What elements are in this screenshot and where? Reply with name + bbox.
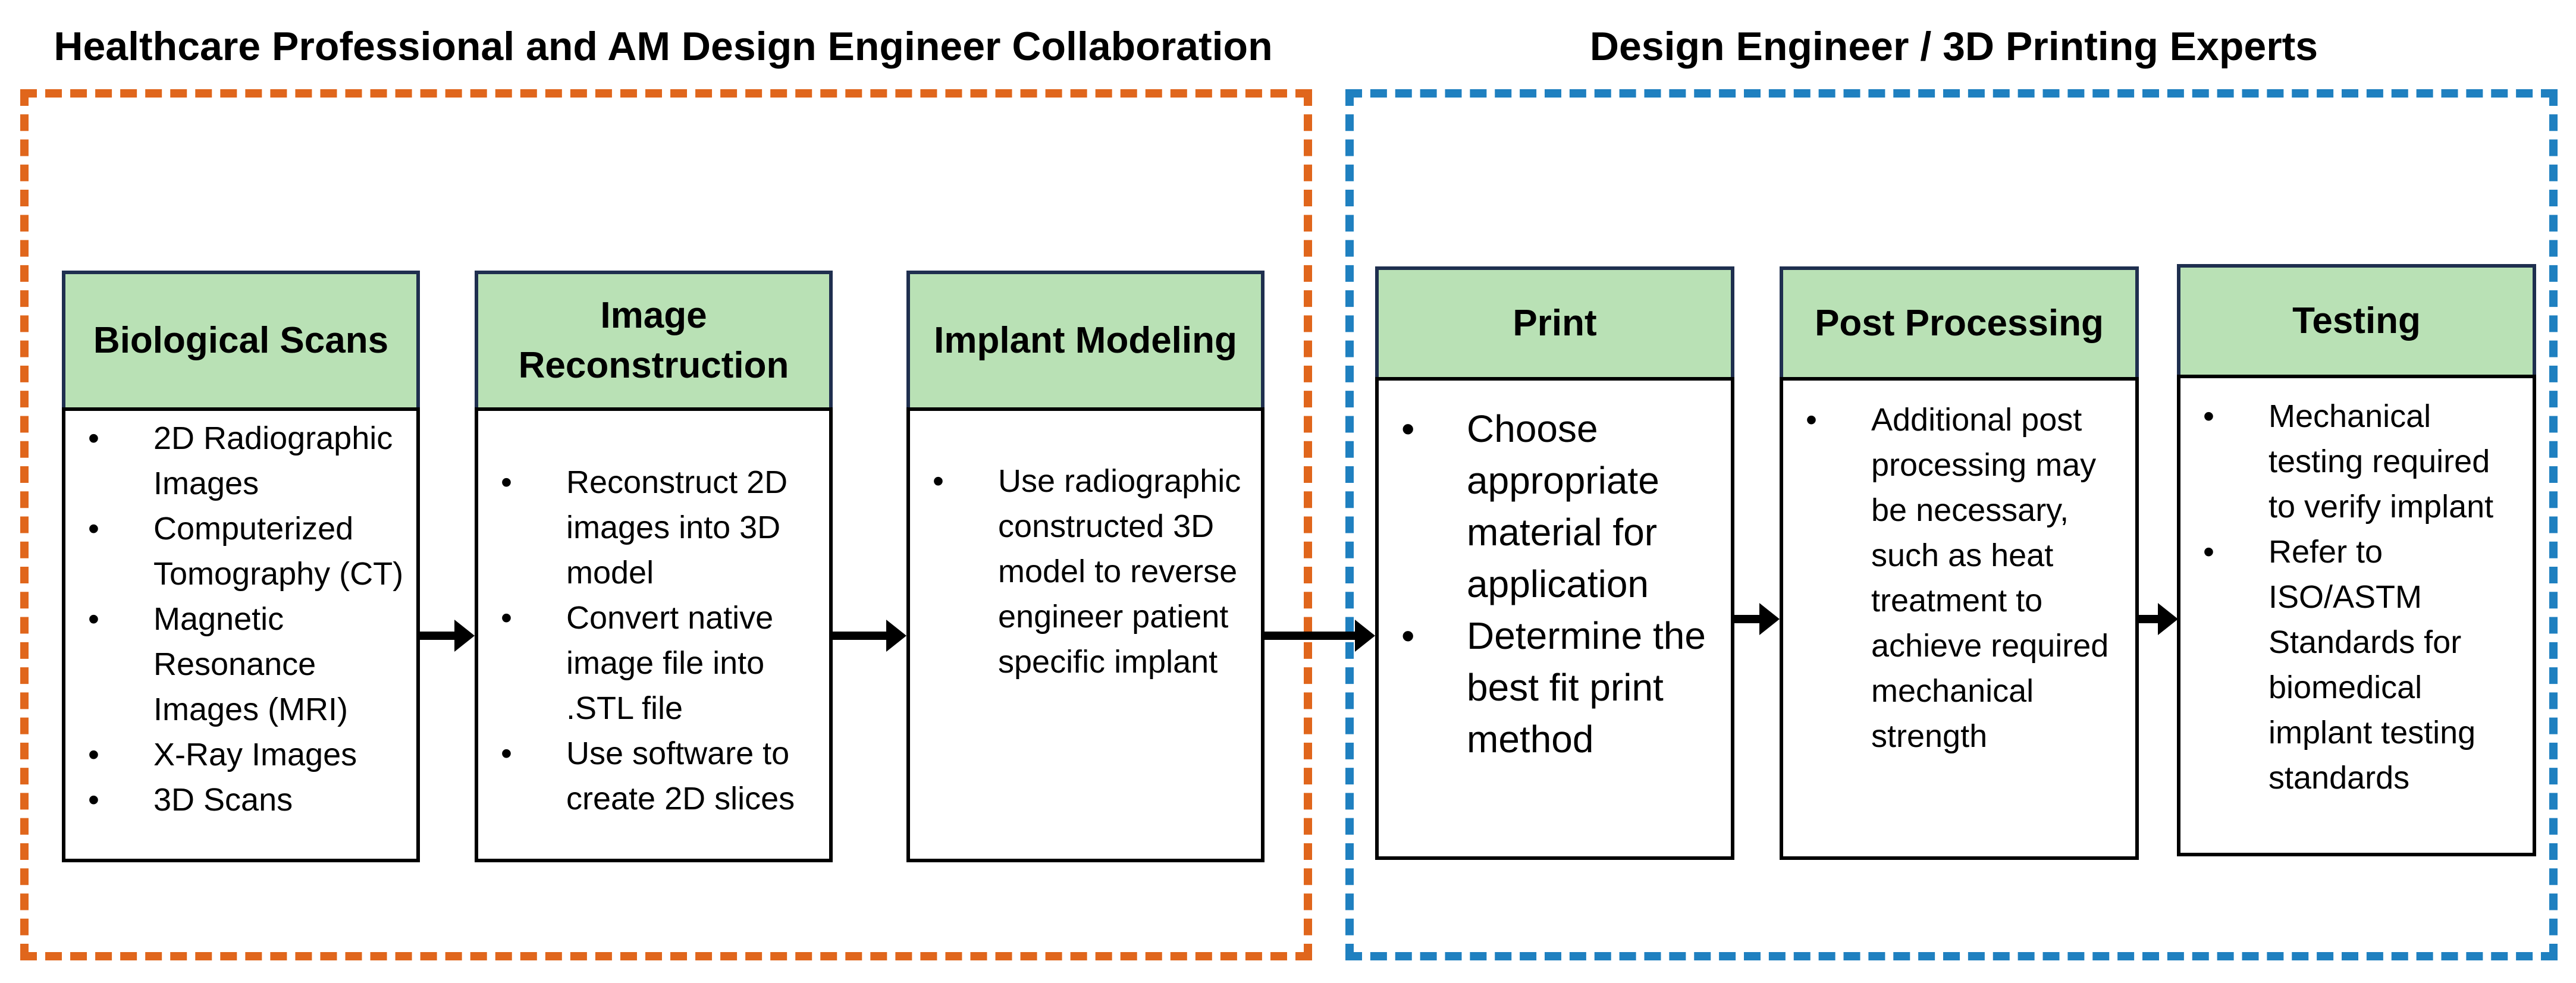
step-image-reconstruction: Image Reconstruction Reconstruct 2D imag… (475, 271, 833, 862)
flow-arrow (1265, 620, 1375, 652)
bullet-item: 2D Radiographic Images (76, 416, 406, 506)
bullet-item: Choose appropriate material for applicat… (1389, 403, 1720, 610)
bullet-item: Mechanical testing required to verify im… (2191, 394, 2522, 529)
step-header: Testing (2177, 264, 2536, 378)
healthcare-collaboration-group (20, 89, 1312, 960)
bullet-list: Additional post processing may be necess… (1794, 397, 2125, 759)
bullet-item: Convert native image file into .STL file (489, 595, 818, 731)
bullet-item: Use software to create 2D slices (489, 731, 818, 821)
step-header: Print (1375, 266, 1734, 381)
step-header: Implant Modeling (906, 271, 1265, 411)
bullet-item: Reconstruct 2D images into 3D model (489, 460, 818, 595)
bullet-item: Determine the best fit print method (1389, 610, 1720, 765)
bullet-list: Reconstruct 2D images into 3D model Conv… (489, 460, 818, 821)
printing-experts-group (1345, 89, 2558, 960)
step-title: Post Processing (1815, 303, 2104, 344)
step-testing: Testing Mechanical testing required to v… (2177, 264, 2536, 856)
step-header: Post Processing (1780, 266, 2139, 381)
flow-arrow (833, 620, 906, 652)
step-title: Testing (2292, 300, 2421, 341)
step-body: Choose appropriate material for applicat… (1375, 377, 1734, 860)
step-body: 2D Radiographic Images Computerized Tomo… (62, 407, 420, 862)
step-biological-scans: Biological Scans 2D Radiographic Images … (62, 271, 420, 862)
bullet-item: Refer to ISO/ASTM Standards for biomedic… (2191, 529, 2522, 800)
step-body: Additional post processing may be necess… (1780, 377, 2139, 860)
bullet-item: Use radiographic constructed 3D model to… (921, 458, 1250, 684)
step-implant-modeling: Implant Modeling Use radiographic constr… (906, 271, 1265, 862)
flow-arrow (420, 620, 475, 652)
bullet-item: X-Ray Images (76, 732, 406, 777)
step-header: Biological Scans (62, 271, 420, 411)
left-group-title: Healthcare Professional and AM Design En… (54, 24, 1273, 69)
step-post-processing: Post Processing Additional post processi… (1780, 266, 2139, 860)
bullet-list: Use radiographic constructed 3D model to… (921, 458, 1250, 684)
bullet-list: Choose appropriate material for applicat… (1389, 403, 1720, 765)
step-print: Print Choose appropriate material for ap… (1375, 266, 1734, 860)
bullet-item: 3D Scans (76, 777, 406, 822)
step-title: Implant Modeling (934, 320, 1237, 361)
step-header: Image Reconstruction (475, 271, 833, 411)
bullet-list: 2D Radiographic Images Computerized Tomo… (76, 416, 406, 822)
step-title: Biological Scans (93, 320, 389, 361)
right-group-title: Design Engineer / 3D Printing Experts (1589, 24, 2318, 69)
flow-arrow (1734, 603, 1780, 635)
bullet-item: Computerized Tomography (CT) (76, 506, 406, 596)
step-title: Image Reconstruction (518, 295, 789, 386)
step-body: Reconstruct 2D images into 3D model Conv… (475, 407, 833, 862)
step-body: Use radiographic constructed 3D model to… (906, 407, 1265, 862)
bullet-item: Magnetic Resonance Images (MRI) (76, 596, 406, 732)
step-body: Mechanical testing required to verify im… (2177, 375, 2536, 856)
step-title: Print (1513, 303, 1597, 344)
bullet-item: Additional post processing may be necess… (1794, 397, 2125, 759)
bullet-list: Mechanical testing required to verify im… (2191, 394, 2522, 800)
flow-arrow (2139, 603, 2178, 635)
